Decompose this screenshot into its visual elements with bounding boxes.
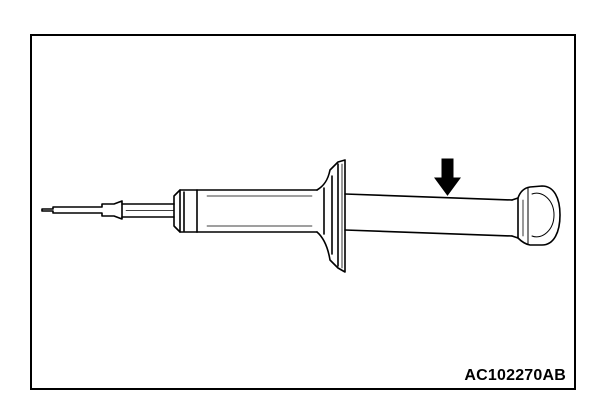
rod-seal-flange — [173, 189, 198, 233]
lower-eye-mount — [511, 185, 561, 246]
arrow-down-icon — [434, 158, 461, 196]
spring-seat-bracket — [316, 159, 346, 273]
piston-rod — [41, 200, 175, 220]
cylinder-body — [196, 189, 513, 237]
figure-frame: AC102270AB — [30, 34, 576, 390]
figure-reference-code: AC102270AB — [464, 367, 566, 384]
shock-absorber-diagram — [41, 158, 561, 273]
